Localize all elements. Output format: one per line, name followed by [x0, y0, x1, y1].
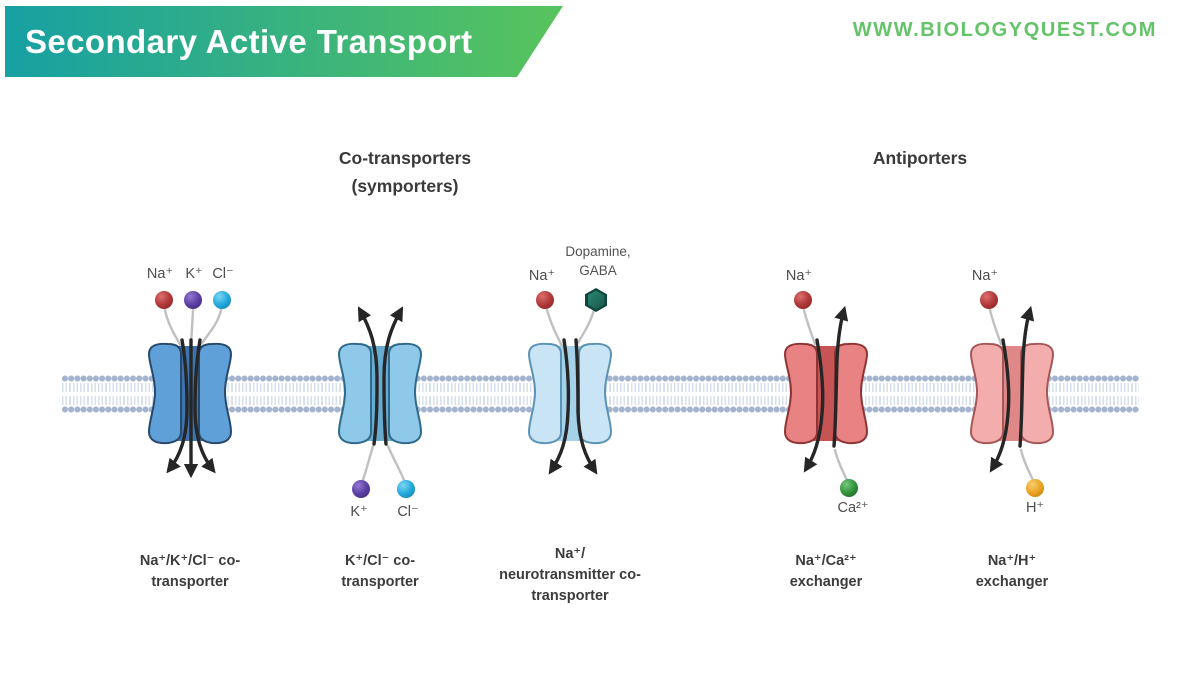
protein-lobe-right: [388, 342, 423, 445]
k-ion-label: K⁺: [185, 266, 203, 282]
protein-lobe-right: [198, 342, 233, 445]
website-url: WWW.BIOLOGYQUEST.COM: [852, 19, 1157, 41]
transport-arrow-down: [548, 338, 571, 475]
ion-trail: [802, 308, 817, 346]
na-ion: [794, 291, 812, 309]
ca-ion-label: Ca²⁺: [837, 500, 869, 516]
transporter-graphic: [527, 308, 613, 475]
na-ion-label: Na⁺: [528, 268, 556, 284]
protein-lobe-left: [527, 342, 562, 445]
transporter-graphic: [783, 305, 869, 482]
cotransporters-line2: (symporters): [351, 176, 459, 196]
ion-trail: [833, 448, 849, 482]
k-ion: [352, 480, 370, 498]
transport-arrow-in: [803, 338, 825, 473]
na-ion-label: Na⁺: [971, 268, 999, 284]
protein-lobe-left: [969, 342, 1004, 445]
ion-trail: [361, 444, 375, 482]
k-ion-label: K⁺: [350, 504, 368, 520]
transport-arrow-in: [989, 338, 1011, 473]
na-ion-label: Na⁺: [785, 268, 813, 284]
transport-arrow-down: [166, 338, 189, 474]
protein-lobe-left: [783, 342, 818, 445]
transport-arrow-out: [832, 305, 849, 448]
protein-lobe-left: [337, 342, 372, 445]
page-title: Secondary Active Transport: [25, 23, 473, 60]
transport-arrow-out: [1018, 305, 1035, 448]
ca-ion: [840, 479, 858, 497]
transporter-graphic: [147, 308, 233, 479]
transporter-graphic: [969, 305, 1055, 482]
protein-lobe-right: [1020, 342, 1055, 445]
h-ion-label: H⁺: [1025, 500, 1045, 516]
transporter-na-h-exchanger: Na⁺ H⁺ Na⁺/H⁺ exchanger: [932, 240, 1092, 610]
transporter-name: Na⁺/K⁺/Cl⁻ co- transporter: [139, 553, 241, 590]
transporter-na-ca-exchanger: Na⁺ Ca²⁺ Na⁺/Ca²⁺ exchanger: [746, 240, 906, 610]
ion-trail: [1019, 448, 1035, 482]
transporter-name: K⁺/Cl⁻ co- transporter: [341, 553, 419, 590]
ion-trail: [545, 308, 564, 348]
section-title-antiporters: Antiporters: [872, 148, 968, 168]
transporter-name: Na⁺/H⁺ exchanger: [975, 553, 1049, 590]
transporter-na-k-cl-cotransporter: Na⁺ K⁺ Cl⁻ Na⁺/K⁺/Cl⁻ co- transporter: [110, 240, 270, 610]
cl-ion-label: Cl⁻: [212, 266, 234, 282]
header-banner: Secondary Active Transport: [5, 6, 563, 77]
protein-lobe-right: [834, 342, 869, 445]
transport-arrow-up: [382, 306, 404, 446]
transporter-k-cl-cotransporter: K⁺ Cl⁻ K⁺/Cl⁻ co- transporter: [300, 240, 460, 610]
transport-arrow-down: [574, 338, 598, 475]
transporter-name: Na⁺/Ca²⁺ exchanger: [789, 553, 863, 590]
ion-trail: [198, 308, 223, 348]
neurotransmitter-hexagon: [585, 288, 607, 312]
transporter-na-neurotransmitter-cotransporter: Na⁺ Dopamine, GABA Na⁺/ neurotransmitter…: [490, 240, 650, 610]
transport-arrow-down: [193, 338, 216, 474]
transporter-graphic: [337, 306, 423, 482]
ion-trail: [574, 308, 596, 348]
transporter-name: Na⁺/ neurotransmitter co- transporter: [499, 546, 641, 604]
h-ion: [1026, 479, 1044, 497]
na-ion: [536, 291, 554, 309]
cotransporters-line1: Co-transporters: [338, 148, 472, 168]
transport-arrow-up: [357, 306, 379, 446]
ion-trail: [386, 444, 406, 482]
neurotransmitter-label: Dopamine, GABA: [565, 244, 631, 278]
ion-trail: [988, 308, 1003, 346]
cl-ion: [213, 291, 231, 309]
protein-lobe-left: [147, 342, 182, 445]
protein-lobe-right: [578, 342, 613, 445]
ion-trail: [163, 308, 183, 348]
k-ion: [184, 291, 202, 309]
cl-ion: [397, 480, 415, 498]
na-ion-label: Na⁺: [146, 266, 174, 282]
na-ion: [980, 291, 998, 309]
cl-ion-label: Cl⁻: [397, 504, 419, 520]
section-title-cotransporters: Co-transporters (symporters): [255, 144, 555, 200]
na-ion: [155, 291, 173, 309]
